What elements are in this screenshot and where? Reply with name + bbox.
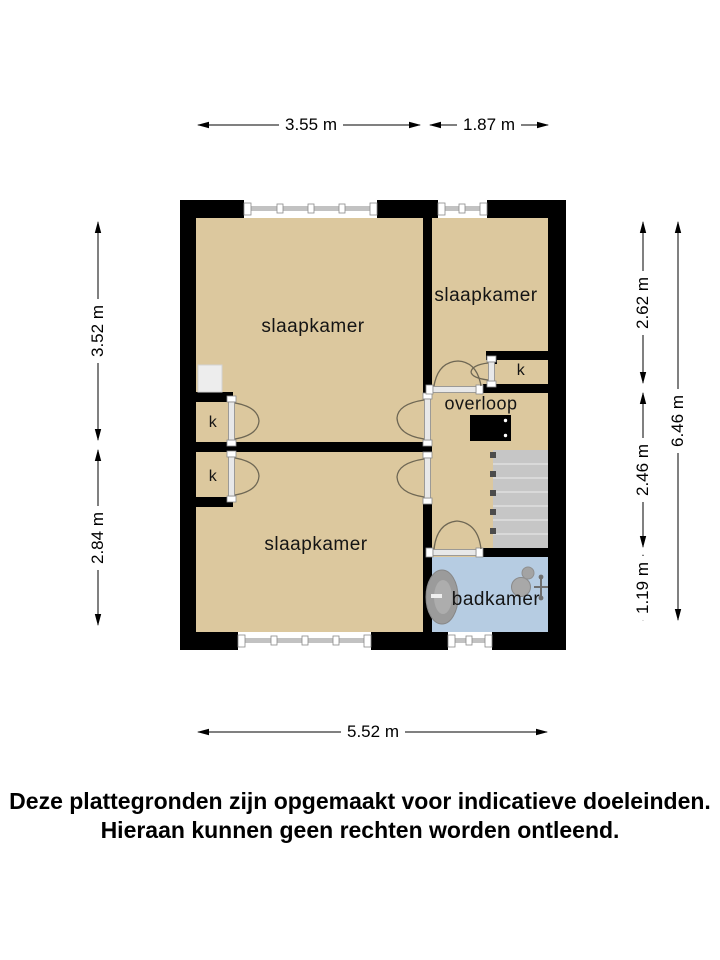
door-closet-left-lower bbox=[226, 450, 260, 503]
disclaimer-line-2: Hieraan kunnen geen rechten worden ontle… bbox=[100, 817, 620, 843]
wall-right bbox=[548, 200, 566, 650]
wall-center-vertical-lower bbox=[423, 504, 432, 632]
wall-closet-left-upper bbox=[190, 392, 233, 402]
wall-closet-left-lower bbox=[190, 497, 233, 507]
wall-left bbox=[180, 200, 196, 650]
wall-middle-horizontal bbox=[196, 442, 432, 452]
window-top-left bbox=[243, 200, 378, 218]
stairs bbox=[490, 450, 548, 548]
toilet bbox=[425, 569, 459, 625]
window-bathroom bbox=[447, 632, 493, 650]
wall-landing-top bbox=[483, 384, 548, 393]
door-closet-right bbox=[470, 355, 497, 388]
disclaimer-line-1: Deze plattegronden zijn opgemaakt voor i… bbox=[9, 788, 711, 814]
room-label-closet-right: k bbox=[516, 362, 526, 379]
dimension-right-upper: 2.62 m bbox=[633, 271, 653, 335]
dimension-right-total: 6.46 m bbox=[668, 389, 688, 453]
dimension-top-left-width: 3.55 m bbox=[279, 115, 343, 135]
attic-hatch bbox=[470, 415, 511, 441]
room-label-bedroom-bottom: slaapkamer bbox=[264, 534, 368, 555]
door-closet-left-upper bbox=[226, 395, 260, 447]
washbasin bbox=[511, 566, 548, 601]
room-label-bedroom-top-right: slaapkamer bbox=[434, 285, 538, 306]
room-label-bathroom: badkamer bbox=[451, 589, 541, 610]
bathroom-fixtures bbox=[425, 566, 548, 625]
room-label-closet-left-lower: k bbox=[208, 468, 218, 485]
door-bathroom bbox=[425, 520, 484, 558]
dimension-left-lower: 2.84 m bbox=[88, 506, 108, 570]
window-bottom-left bbox=[237, 632, 372, 650]
stair-rail-posts bbox=[490, 452, 496, 534]
room-label-landing: overloop bbox=[444, 393, 518, 414]
dimension-top-right-width: 1.87 m bbox=[457, 115, 521, 135]
doors bbox=[226, 355, 497, 558]
dimension-left-upper: 3.52 m bbox=[88, 299, 108, 363]
disclaimer: Deze plattegronden zijn opgemaakt voor i… bbox=[0, 787, 720, 845]
room-label-bedroom-top-left: slaapkamer bbox=[261, 316, 365, 337]
wall-closet-right-top bbox=[486, 351, 548, 360]
windows bbox=[237, 200, 493, 650]
room-label-closet-left-upper: k bbox=[208, 414, 218, 431]
dimension-bottom-width: 5.52 m bbox=[341, 722, 405, 742]
chimney-block bbox=[197, 364, 223, 393]
dimension-right-middle: 2.46 m bbox=[633, 438, 653, 502]
wall-center-vertical-upper bbox=[423, 218, 432, 393]
window-top-right bbox=[437, 200, 488, 218]
dimension-right-lower: 1.19 m bbox=[633, 556, 653, 620]
door-bedroom-bottom bbox=[396, 451, 433, 505]
wall-bathroom-top bbox=[483, 548, 548, 557]
door-bedroom-top-left bbox=[396, 392, 433, 447]
